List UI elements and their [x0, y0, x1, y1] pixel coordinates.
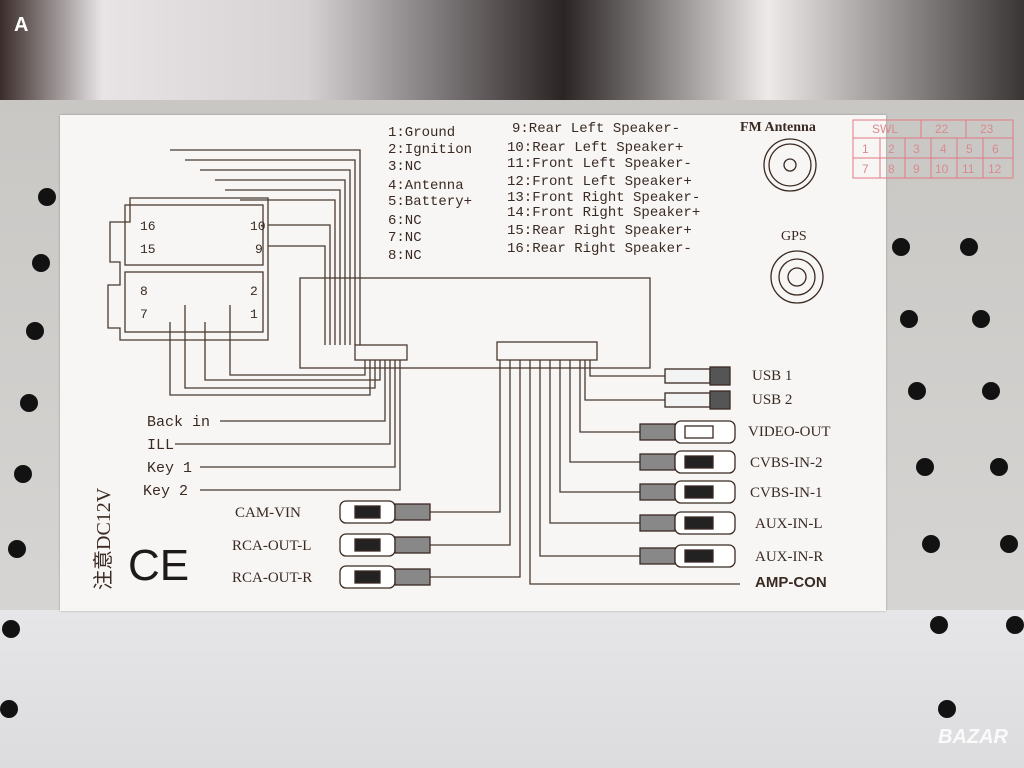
swl-cell: 3 — [913, 142, 920, 156]
connector-pin-numbers: 16 15 10 9 8 7 2 1 — [140, 219, 266, 322]
pin-14: 14:Front Right Speaker+ — [507, 205, 700, 221]
pin-10: 10:Rear Left Speaker+ — [507, 140, 683, 156]
cam-vin-label: CAM-VIN — [235, 505, 301, 521]
rca-plugs-right — [639, 420, 736, 568]
usb-plugs — [664, 366, 731, 410]
cable-bundle-background — [0, 0, 1024, 100]
swl-23: 23 — [980, 122, 994, 136]
left-rca-labels: CAM-VIN RCA-OUT-L RCA-OUT-R — [232, 505, 312, 586]
pin-3: 3:NC — [388, 159, 422, 175]
harness-block-right — [496, 341, 598, 361]
pin-16: 16:Rear Right Speaker- — [507, 241, 692, 257]
pin-9: 9:Rear Left Speaker- — [512, 121, 680, 137]
back-in-label: Back in — [147, 414, 210, 431]
watermark: BAZAR — [938, 726, 1008, 748]
pin-1: 1:Ground — [388, 125, 455, 141]
aux-in-l-label: AUX-IN-L — [755, 516, 822, 532]
pin-4: 4:Antenna — [388, 178, 464, 194]
conn-pin-10: 10 — [250, 219, 266, 234]
iso-connector-bottom-block — [124, 271, 264, 333]
fm-antenna-label: FM Antenna — [740, 120, 816, 135]
gps-antenna-icon — [770, 250, 824, 304]
swl-cell: 11 — [962, 162, 975, 176]
lower-panel — [0, 610, 1024, 768]
harness-block-left — [354, 344, 408, 361]
ce-mark: CE — [128, 541, 189, 590]
pin-2: 2:Ignition — [388, 142, 472, 158]
rca-out-l-label: RCA-OUT-L — [232, 538, 311, 554]
swl-cell: 1 — [862, 142, 869, 156]
pinout-left-list: 1:Ground 2:Ignition 3:NC 4:Antenna 5:Bat… — [388, 125, 472, 264]
pin-15: 15:Rear Right Speaker+ — [507, 223, 692, 239]
pinout-right-list: 9:Rear Left Speaker- 10:Rear Left Speake… — [507, 121, 700, 257]
usb2-label: USB 2 — [752, 392, 792, 408]
ill-label: ILL — [147, 437, 174, 454]
key2-label: Key 2 — [143, 483, 188, 500]
aux-in-r-label: AUX-IN-R — [755, 549, 823, 565]
conn-pin-7: 7 — [140, 307, 148, 322]
conn-pin-15: 15 — [140, 242, 156, 257]
rca-out-r-label: RCA-OUT-R — [232, 570, 312, 586]
amp-con-label: AMP-CON — [755, 574, 827, 591]
conn-pin-2: 2 — [250, 284, 258, 299]
conn-pin-16: 16 — [140, 219, 156, 234]
usb1-label: USB 1 — [752, 368, 792, 384]
iso-connector-outline — [107, 197, 269, 341]
cvbs-in-2-label: CVBS-IN-2 — [750, 455, 823, 471]
swl-cell: 2 — [888, 142, 895, 156]
pin-13: 13:Front Right Speaker- — [507, 190, 700, 206]
pin-11: 11:Front Left Speaker- — [507, 156, 692, 172]
pin-5: 5:Battery+ — [388, 194, 472, 210]
pin-8: 8:NC — [388, 248, 422, 264]
swl-cell: 8 — [888, 162, 895, 176]
left-wire-labels: Back in ILL Key 1 Key 2 — [143, 414, 210, 500]
swl-table: SWL 22 23 1 2 3 4 5 6 7 8 9 10 11 12 — [852, 119, 1014, 179]
conn-pin-8: 8 — [140, 284, 148, 299]
iso-connector-top-block — [124, 204, 264, 266]
swl-cell: 7 — [862, 162, 869, 176]
pin-6: 6:NC — [388, 213, 422, 229]
right-port-labels: USB 1 USB 2 VIDEO-OUT CVBS-IN-2 CVBS-IN-… — [748, 368, 830, 591]
conn-pin-1: 1 — [250, 307, 258, 322]
rca-plugs-left — [339, 500, 431, 589]
pin-7: 7:NC — [388, 230, 422, 246]
gps-label: GPS — [781, 229, 807, 244]
swl-cell: 9 — [913, 162, 920, 176]
swl-cell: 5 — [966, 142, 973, 156]
swl-22: 22 — [935, 122, 949, 136]
swl-cell: 4 — [940, 142, 947, 156]
fm-antenna-icon — [763, 138, 817, 192]
swl-header: SWL — [872, 122, 898, 136]
dc12v-warning: 注意DC12V — [92, 487, 115, 590]
swl-cell: 12 — [988, 162, 1002, 176]
corner-label: A — [14, 14, 29, 36]
swl-cell: 6 — [992, 142, 999, 156]
swl-cell: 10 — [935, 162, 949, 176]
video-out-label: VIDEO-OUT — [748, 424, 830, 440]
key1-label: Key 1 — [147, 460, 192, 477]
cvbs-in-1-label: CVBS-IN-1 — [750, 485, 823, 501]
pin-12: 12:Front Left Speaker+ — [507, 174, 692, 190]
conn-pin-9: 9 — [255, 242, 263, 257]
